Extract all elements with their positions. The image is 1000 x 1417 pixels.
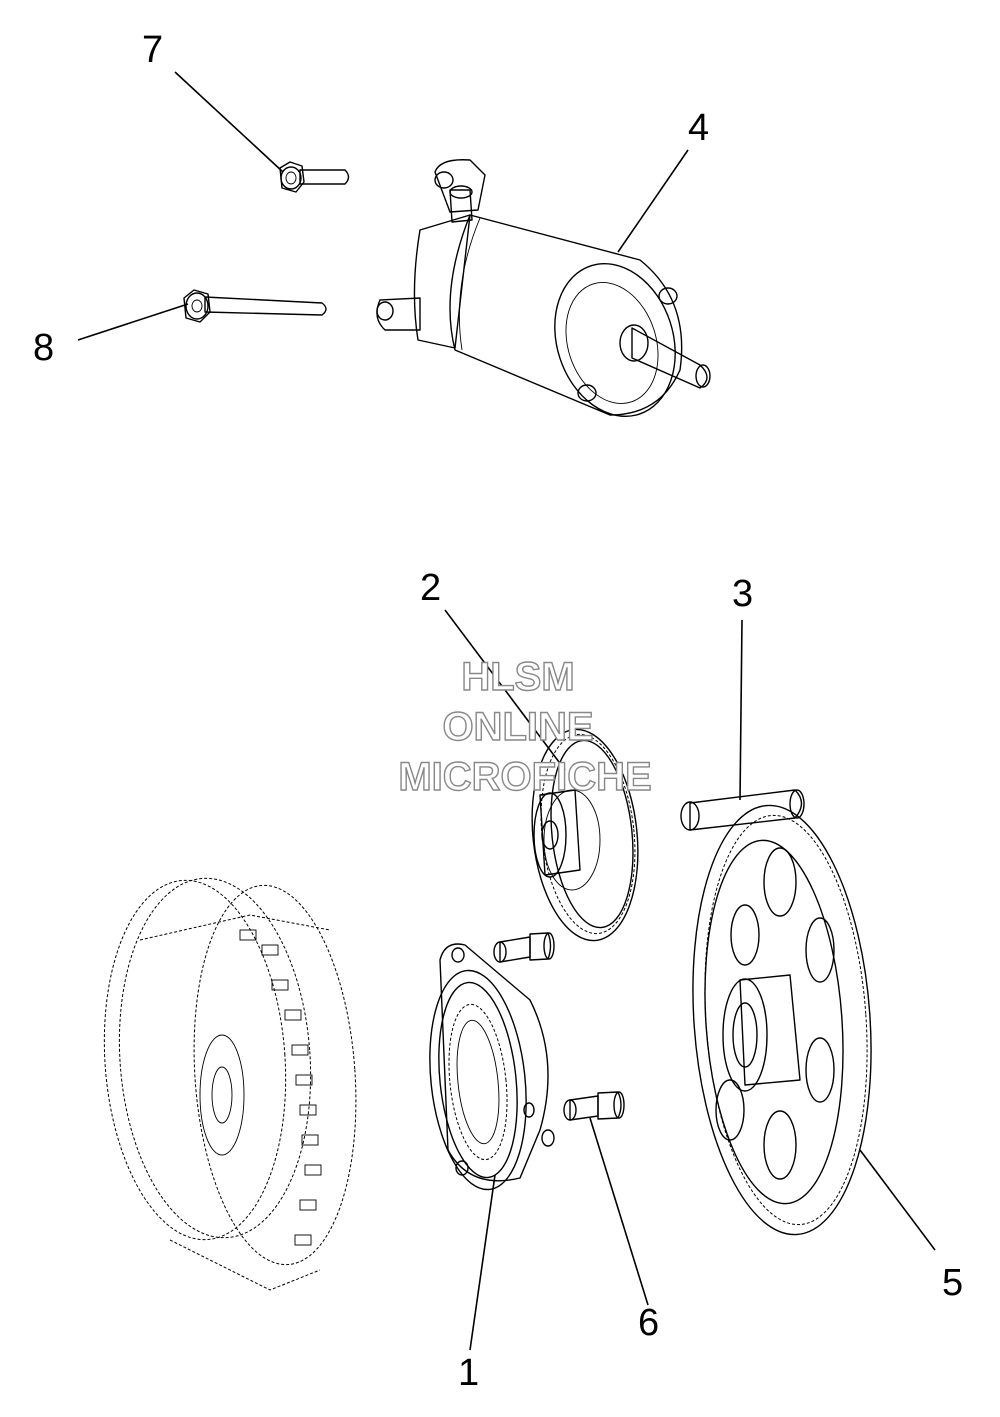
part-2-intermediate-gear[interactable]	[522, 724, 648, 946]
part-7-short-bolt[interactable]	[279, 161, 350, 193]
callout-5: 5	[942, 1262, 963, 1304]
callout-6: 6	[638, 1302, 659, 1344]
watermark-line-2: ONLINE	[442, 705, 593, 749]
leader-3	[739, 619, 743, 801]
leader-2	[444, 609, 566, 771]
part-6-socket-bolts[interactable]	[493, 932, 625, 1121]
part-4-starter-motor[interactable]	[376, 159, 711, 432]
leader-lines	[77, 71, 936, 1351]
callout-7: 7	[142, 29, 163, 71]
callout-2: 2	[420, 567, 441, 609]
flywheel-rotor[interactable]	[93, 872, 368, 1291]
callout-8: 8	[33, 327, 54, 369]
leader-4	[617, 149, 689, 253]
leader-8	[77, 303, 189, 341]
callout-labels: 7 8 4 2 3 5 6 1	[33, 29, 963, 1394]
part-1-starter-clutch[interactable]	[420, 943, 555, 1194]
part-8-long-bolt[interactable]	[183, 289, 327, 323]
callout-1: 1	[458, 1352, 479, 1394]
leader-1	[469, 1174, 496, 1351]
watermark: HLSM ONLINE MICROFICHE	[398, 654, 653, 799]
leader-6	[589, 1117, 649, 1306]
callout-4: 4	[688, 107, 709, 149]
leader-5	[859, 1149, 936, 1251]
part-5-driven-gear[interactable]	[679, 799, 885, 1240]
callout-3: 3	[732, 573, 753, 615]
watermark-line-3: MICROFICHE	[398, 755, 651, 799]
part-3-pin[interactable]	[680, 789, 805, 831]
watermark-line-1: HLSM	[461, 655, 574, 699]
leader-7	[174, 71, 284, 173]
